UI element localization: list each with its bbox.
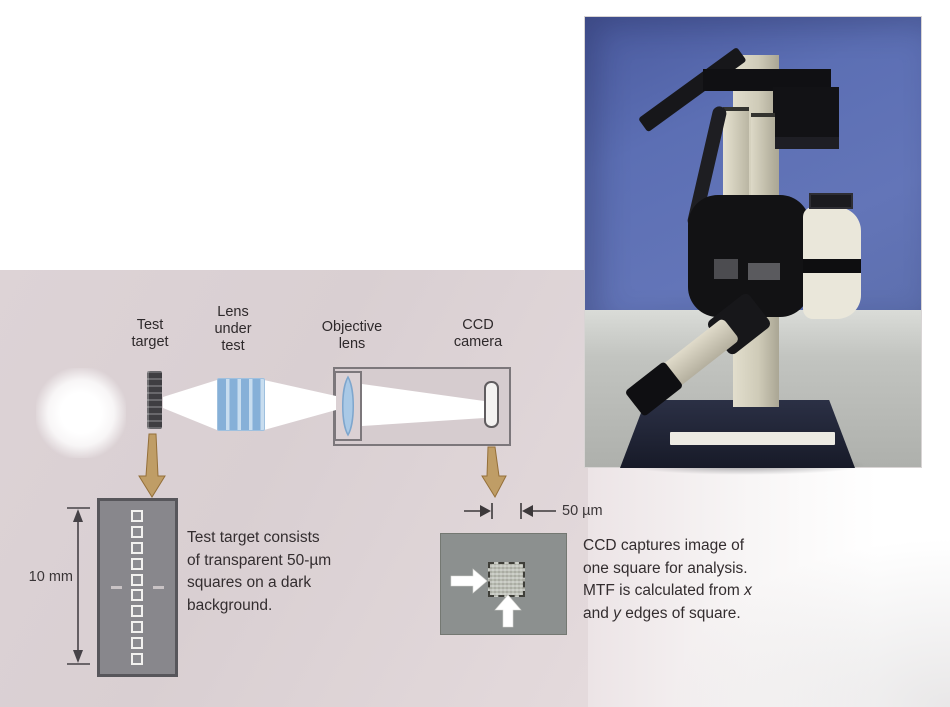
target-caption: Test target consists of transparent 50-µ… [187, 529, 332, 614]
center-tick [153, 586, 164, 589]
target-squares [131, 510, 144, 665]
ccd-caption-text: and [583, 604, 609, 622]
instrument-connector [809, 193, 853, 209]
ccd-caption-text: edges of square. [620, 604, 741, 622]
objective-lens-label: Objective lens [321, 319, 383, 353]
target-square [131, 557, 143, 570]
target-height-label: 10 mm [28, 569, 73, 585]
objective-lens-frame [334, 371, 362, 441]
instrument-arm-top [703, 69, 831, 91]
ccd-sensor-slot [484, 381, 499, 428]
instrument-photo [585, 17, 921, 475]
instrument-barrel [751, 113, 775, 205]
square-size-label: 50 µm [562, 503, 603, 519]
instrument-barrel [723, 107, 749, 205]
focus-block-detail [714, 259, 738, 279]
target-square [131, 621, 143, 634]
target-square [131, 605, 143, 618]
target-square [131, 525, 143, 538]
ccd-caption-text: CCD captures image of one square for ana… [583, 537, 748, 599]
corner-shade [670, 537, 950, 707]
target-square [131, 573, 143, 586]
lens-under-test-label: Lens under test [214, 304, 252, 355]
captured-square [488, 562, 525, 597]
focus-block-detail [748, 263, 780, 280]
center-tick [111, 586, 122, 589]
target-square [131, 637, 143, 649]
instrument-side-module [803, 207, 861, 319]
ccd-view-detail [440, 533, 567, 635]
lens-under-test [217, 378, 265, 431]
target-square [131, 541, 143, 554]
test-target-label: Test target [131, 317, 169, 351]
side-module-band [803, 259, 861, 273]
ccd-camera-label: CCD camera [453, 317, 503, 351]
light-source-glow [36, 368, 126, 458]
target-square [131, 510, 143, 522]
ccd-caption-var-y: y [613, 604, 621, 622]
target-square [131, 652, 143, 665]
test-target-detail [97, 498, 178, 677]
target-square [131, 589, 143, 602]
instrument-head-box [773, 87, 839, 149]
panel-fade [588, 467, 950, 707]
test-target-bar [147, 371, 162, 429]
ccd-caption-var-x: x [744, 582, 752, 599]
instrument-base-label [670, 432, 835, 445]
ccd-caption: CCD captures image of one square for ana… [583, 535, 828, 625]
